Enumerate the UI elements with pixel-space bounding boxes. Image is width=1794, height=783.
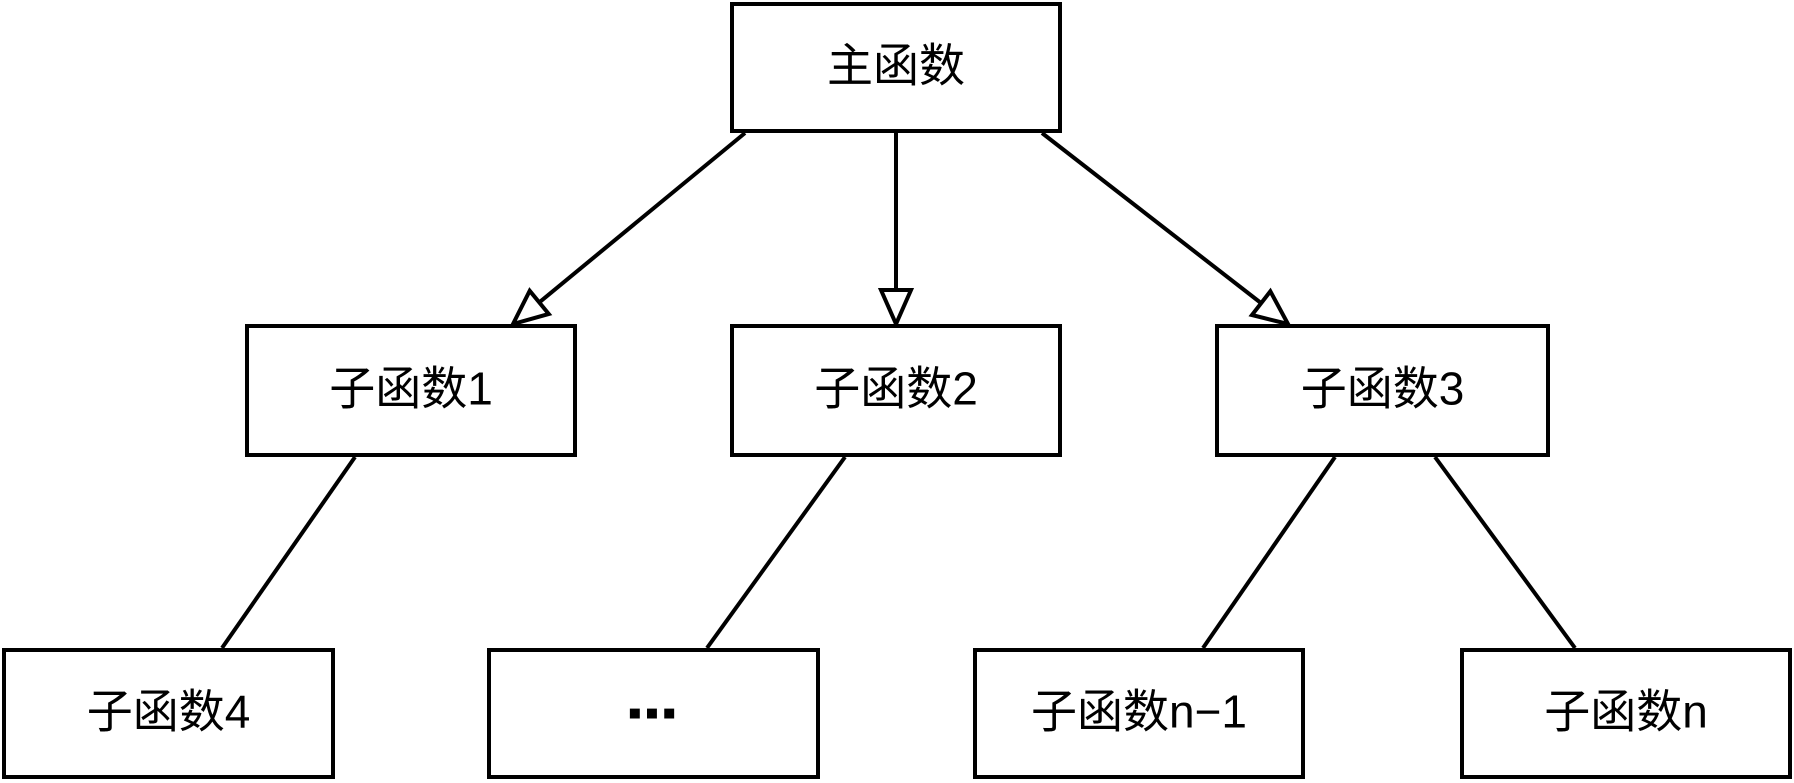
edge-sub3-to-subn1 — [1201, 455, 1337, 650]
node-label: 子函数n — [1544, 686, 1708, 738]
node-subn[interactable]: 子函数n — [1460, 648, 1792, 779]
node-box[interactable] — [2, 648, 335, 779]
edge-sub3-to-subn — [1433, 455, 1577, 650]
node-subn1[interactable]: 子函数n−1 — [973, 648, 1305, 779]
node-box[interactable] — [245, 324, 577, 457]
connector-line — [1433, 455, 1577, 650]
node-box[interactable] — [973, 648, 1305, 779]
connector-line — [705, 455, 847, 650]
node-main[interactable]: 主函数 — [730, 2, 1062, 133]
node-box[interactable] — [1460, 648, 1792, 779]
node-sub1[interactable]: 子函数1 — [245, 324, 577, 457]
edge-main-to-sub2 — [877, 133, 915, 329]
node-box[interactable] — [487, 648, 820, 779]
edge-sub1-to-sub4 — [220, 455, 357, 650]
node-sub4[interactable]: 子函数4 — [2, 648, 335, 779]
node-label-ellipsis: ▪▪▪ — [628, 691, 680, 735]
node-sub2[interactable]: 子函数2 — [730, 324, 1062, 457]
edge-main-to-sub3 — [1040, 131, 1292, 328]
node-box[interactable] — [730, 2, 1062, 133]
node-more[interactable]: ▪▪▪ — [487, 648, 820, 779]
connector-line — [536, 131, 747, 306]
connector-line — [1201, 455, 1337, 650]
node-box[interactable] — [1215, 324, 1550, 457]
connector-line — [1040, 131, 1264, 306]
arrow-head-icon — [877, 288, 915, 329]
connector-line — [220, 455, 357, 650]
edge-main-to-sub1 — [509, 131, 747, 328]
arrow-head-icon — [1248, 287, 1292, 328]
node-label: 子函数1 — [329, 363, 493, 415]
edge-sub2-to-more — [705, 455, 847, 650]
node-box[interactable] — [730, 324, 1062, 457]
node-label: 子函数3 — [1301, 363, 1465, 415]
node-label: 主函数 — [827, 40, 965, 92]
arrow-head-icon — [509, 287, 553, 328]
node-label: 子函数n−1 — [1031, 686, 1247, 738]
node-label: 子函数4 — [87, 686, 251, 738]
node-sub3[interactable]: 子函数3 — [1215, 324, 1550, 457]
edges-layer — [220, 131, 1577, 650]
node-label: 子函数2 — [814, 363, 978, 415]
